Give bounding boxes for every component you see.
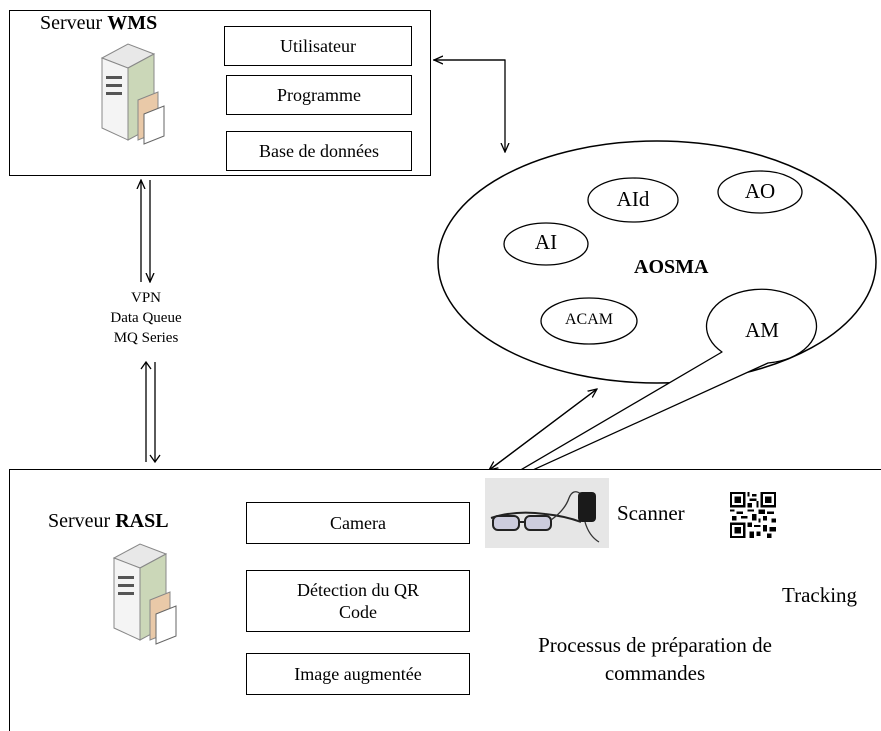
aosma-ellipse: [437, 140, 877, 384]
agent-ao-ellipse: [717, 170, 803, 214]
wms-aosma-arrow: [433, 60, 505, 152]
rasl-module-augmented-image: Image augmentée: [246, 653, 470, 695]
agent-ai-label: AI: [534, 230, 558, 254]
wms-vpn-arrows-upper: [141, 180, 150, 282]
agent-acam-ellipse: [540, 297, 638, 345]
agent-ai-ellipse: [503, 222, 589, 266]
wms-module-database: Base de données: [226, 131, 412, 171]
vpn-rasl-arrows-lower: [140, 360, 161, 464]
agent-am-label: AM: [745, 318, 779, 342]
rasl-server-title: Serveur RASL: [48, 510, 169, 532]
rasl-module-camera: Camera: [246, 502, 470, 544]
agent-acam-label: ACAM: [564, 311, 613, 328]
agent-aid-label: AId: [616, 187, 650, 211]
process-label: Processus de préparation de commandes: [538, 633, 772, 685]
link-label: VPN Data Queue MQ Series: [110, 290, 182, 346]
agent-ao-label: AO: [744, 179, 776, 203]
agent-am-bubble: [477, 288, 818, 496]
wms-server-icon: [100, 43, 165, 145]
agent-aid-ellipse: [587, 177, 679, 223]
tracking-label: Tracking: [782, 583, 858, 607]
qr-code-icon: [730, 492, 776, 538]
wms-module-program: Programme: [226, 75, 412, 115]
smart-glasses-icon: [485, 478, 609, 548]
rasl-module-qr-detection: Détection du QR Code: [246, 570, 470, 632]
wms-server-title: Serveur WMS: [40, 12, 158, 34]
aosma-title: AOSMA: [634, 256, 709, 278]
rasl-server-icon: [112, 543, 177, 645]
scanner-label: Scanner: [617, 501, 685, 525]
wms-module-user: Utilisateur: [224, 26, 412, 66]
